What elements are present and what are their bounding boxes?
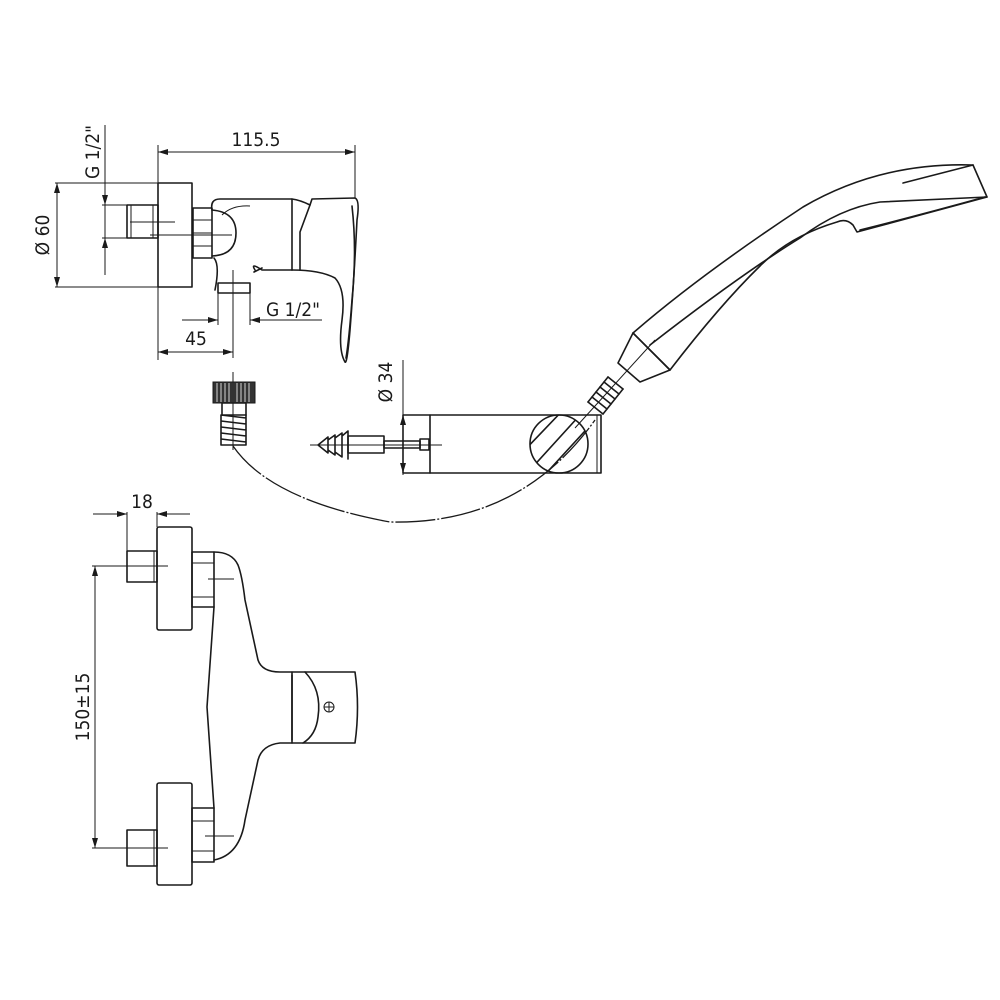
front-view-mixer: 18 150±15 <box>72 491 359 886</box>
hose-line <box>232 419 596 523</box>
dim-bracket-diameter: Ø 34 <box>375 362 397 403</box>
mixer-body <box>210 198 293 271</box>
outlet-stub <box>217 282 251 294</box>
dim-inlet-spacing: 150±15 <box>72 673 94 742</box>
dim-outlet-offset: 45 <box>185 328 207 350</box>
dim-plate-diameter: Ø 60 <box>32 215 54 256</box>
dim-overall-depth: 115.5 <box>232 129 281 151</box>
hex-nut <box>150 207 237 259</box>
side-view-mixer: 115.5 Ø 60 G 1/2" G 1/2" 45 <box>32 125 359 363</box>
dim-outlet-thread: G 1/2" <box>266 299 320 321</box>
wall-plug-screw <box>310 430 442 460</box>
hose-connector <box>212 372 256 450</box>
mixer-body-front <box>206 551 293 861</box>
hand-shower <box>574 164 988 429</box>
temperature-knob <box>291 671 359 744</box>
dim-nipple-length: 18 <box>131 491 153 513</box>
dim-inlet-thread: G 1/2" <box>82 125 104 179</box>
wall-bracket: Ø 34 <box>310 360 602 475</box>
